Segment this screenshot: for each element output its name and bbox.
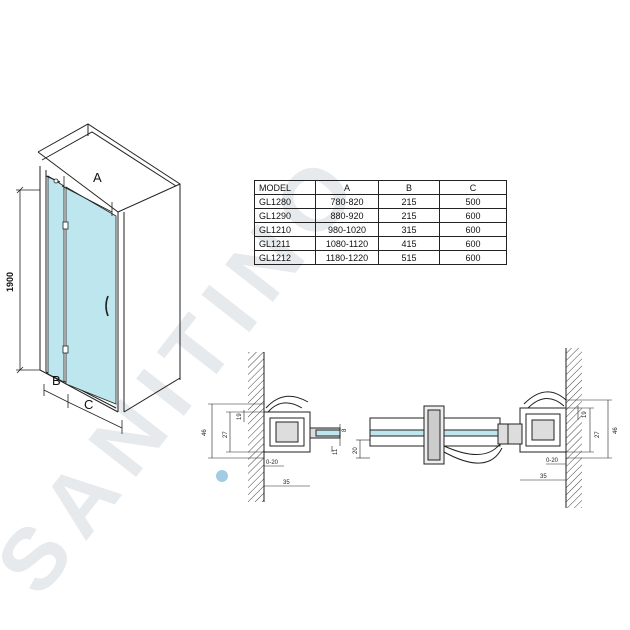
right-d46: 46 <box>613 427 619 434</box>
left-d8: 8 <box>342 428 348 432</box>
cell-b: 315 <box>378 222 440 237</box>
dimension-bc <box>43 384 123 434</box>
cell-a: 780-820 <box>315 194 379 209</box>
cell-c: 500 <box>439 194 507 209</box>
col-header-c: C <box>439 180 507 195</box>
left-d0-20: 0-20 <box>266 460 279 466</box>
right-d0-20: 0-20 <box>546 458 559 464</box>
cell-b: 215 <box>378 194 440 209</box>
dim-b-label: B <box>52 373 61 388</box>
dim-c-label: C <box>84 397 93 412</box>
dim-a-label: A <box>93 170 102 185</box>
cell-c: 600 <box>439 250 507 265</box>
door-handle <box>105 295 109 317</box>
table-row: GL1211 1080-1120 415 600 <box>254 236 507 251</box>
left-d19: 19 <box>237 413 243 420</box>
right-wall <box>566 348 582 508</box>
right-profile-detail: 46 27 19 0-20 35 <box>507 348 619 508</box>
col-header-b: B <box>378 180 440 195</box>
right-d27: 27 <box>595 431 601 438</box>
left-profile-detail: 46 27 19 8 11 0-20 35 <box>202 352 348 502</box>
height-label: 1900 <box>5 272 15 292</box>
model-dimension-table: MODEL A B C GL1280 780-820 215 500 GL129… <box>254 180 507 265</box>
cell-model: GL1280 <box>254 194 316 209</box>
right-d35: 35 <box>540 474 547 480</box>
left-d27: 27 <box>223 431 229 438</box>
cell-b: 415 <box>378 236 440 251</box>
left-d46: 46 <box>202 429 208 436</box>
cell-model: GL1290 <box>254 208 316 223</box>
cell-a: 980-1020 <box>315 222 379 237</box>
hinge-top <box>62 221 69 230</box>
enclosure-drawing <box>37 123 181 413</box>
hinge-bottom <box>62 345 69 354</box>
cell-c: 600 <box>439 208 507 223</box>
cell-a: 880-920 <box>315 208 379 223</box>
cell-a: 1080-1120 <box>315 236 379 251</box>
center-d20: 20 <box>353 447 359 454</box>
hinged-door-panel <box>65 186 117 405</box>
table-row: GL1212 1180-1220 515 600 <box>254 250 507 265</box>
left-d11: 11 <box>333 448 339 455</box>
cell-b: 215 <box>378 208 440 223</box>
height-dimension <box>16 186 40 374</box>
cell-model: GL1210 <box>254 222 316 237</box>
col-header-model: MODEL <box>254 180 316 195</box>
table-header-row: MODEL A B C <box>254 180 507 195</box>
table-row: GL1280 780-820 215 500 <box>254 194 507 209</box>
cell-c: 600 <box>439 222 507 237</box>
left-d35: 35 <box>283 480 290 486</box>
left-wall <box>248 352 264 502</box>
center-connector-detail: 20 <box>353 405 513 465</box>
cell-a: 1180-1220 <box>315 250 379 265</box>
glass-panels <box>45 175 117 405</box>
cell-model: GL1212 <box>254 250 316 265</box>
cell-c: 600 <box>439 236 507 251</box>
cell-model: GL1211 <box>254 236 316 251</box>
col-header-a: A <box>315 180 379 195</box>
watermark-drop-icon <box>216 470 228 482</box>
table-row: GL1290 880-920 215 600 <box>254 208 507 223</box>
right-d19: 19 <box>582 411 588 418</box>
cell-b: 515 <box>378 250 440 265</box>
table-row: GL1210 980-1020 315 600 <box>254 222 507 237</box>
fixed-glass-panel <box>47 175 65 383</box>
dimension-a <box>61 176 113 216</box>
